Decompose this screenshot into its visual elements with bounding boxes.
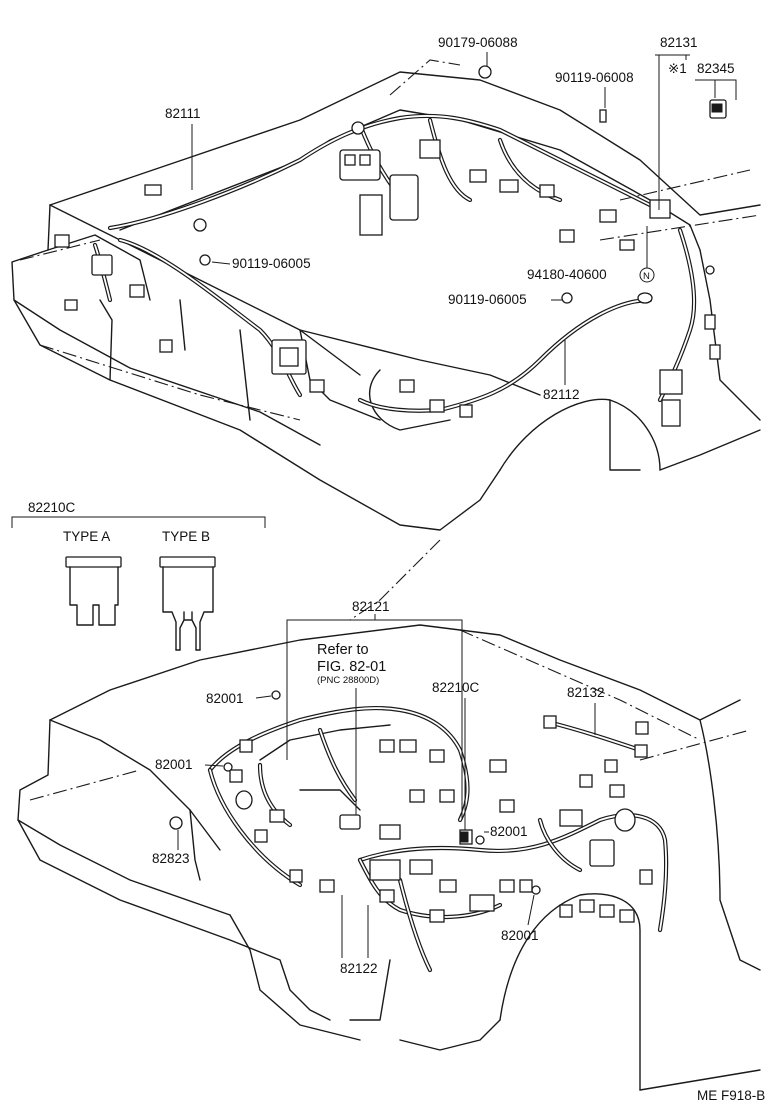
label-82210c: 82210C xyxy=(432,680,480,695)
label-94180: 94180-40600 xyxy=(527,267,607,282)
label-82345-mark: ※1 xyxy=(668,61,687,76)
label-82001-left: 82001 xyxy=(155,757,193,772)
label-type-a: TYPE A xyxy=(63,529,110,544)
fuse-type-a-icon xyxy=(65,556,122,626)
label-refer-pnc: (PNC 28800D) xyxy=(317,675,379,686)
label-82121: 82121 xyxy=(352,599,390,614)
label-90119-06005-left: 90119-06005 xyxy=(232,256,311,271)
label-82001-top: 82001 xyxy=(206,691,244,706)
bottom-harness-82122 xyxy=(357,813,669,973)
bottom-vehicle-body xyxy=(17,539,761,1091)
label-82111: 82111 xyxy=(165,106,201,121)
label-90119-06008: 90119-06008 xyxy=(555,70,634,85)
label-refer-to: Refer to xyxy=(317,642,369,658)
top-labels: 90179-06088 82131 90119-06008 ※1 82345 8… xyxy=(165,35,737,402)
bottom-harness-82132 xyxy=(545,719,643,753)
label-82001-mid: 82001 xyxy=(490,824,528,839)
label-82345: 82345 xyxy=(697,61,735,76)
label-82112: 82112 xyxy=(543,387,580,402)
label-82001-bottom: 82001 xyxy=(501,928,539,943)
label-82122: 82122 xyxy=(340,961,378,976)
bottom-labels: 82121 Refer to FIG. 82-01 (PNC 28800D) 8… xyxy=(152,599,605,976)
label-82131: 82131 xyxy=(660,35,698,50)
label-94180-mark: N xyxy=(643,271,650,282)
label-90179: 90179-06088 xyxy=(438,35,518,50)
fuse-detail-panel: 82210C TYPE A TYPE B xyxy=(11,500,266,651)
label-82132: 82132 xyxy=(567,685,605,700)
label-90119-06005-right: 90119-06005 xyxy=(448,292,527,307)
label-82823: 82823 xyxy=(152,851,190,866)
bottom-connectors xyxy=(169,690,653,923)
diagram-code: ME F918-B xyxy=(697,1088,765,1103)
label-refer-fig: FIG. 82-01 xyxy=(317,659,386,675)
fuse-type-b-icon xyxy=(159,556,216,651)
label-type-b: TYPE B xyxy=(162,529,210,544)
top-connectors xyxy=(54,65,727,427)
label-82210c-panel: 82210C xyxy=(28,500,76,515)
